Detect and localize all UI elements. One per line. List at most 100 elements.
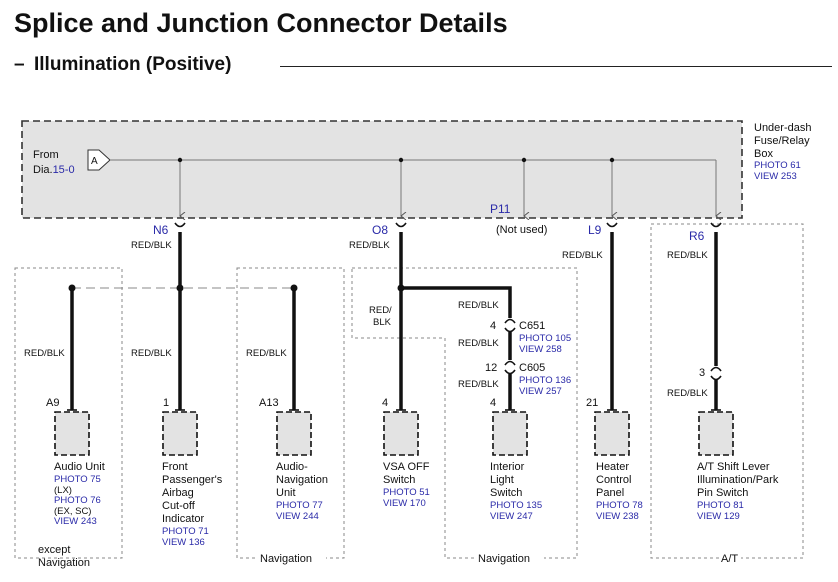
section-rule xyxy=(280,66,832,67)
component-name-line: Switch xyxy=(383,474,415,486)
pin-label: A13 xyxy=(259,397,279,409)
c605-photo-link[interactable]: PHOTO 136 xyxy=(519,375,571,386)
interior-light-switch-photo-link[interactable]: PHOTO 135 xyxy=(490,500,542,511)
wire-color-label: RED/BLK xyxy=(562,250,603,261)
c651-view-link[interactable]: VIEW 258 xyxy=(519,344,562,355)
except-navigation-note: Navigation xyxy=(38,557,90,569)
group-notes: except Navigation Navigation Navigation … xyxy=(38,544,741,569)
audio-unit-view-link[interactable]: VIEW 243 xyxy=(54,516,97,527)
fuse-box-label: Under-dash Fuse/Relay Box PHOTO 61 VIEW … xyxy=(754,122,811,182)
wire-color-labels: RED/BLK RED/BLK RED/BLK RED/BLK RED/BLK … xyxy=(24,240,708,399)
component-name-line: Pin Switch xyxy=(697,487,748,499)
wire-color-label: RED/BLK xyxy=(246,348,287,359)
component-vsa-off-switch-box[interactable] xyxy=(383,409,419,456)
component-name-line: Heater xyxy=(596,461,629,473)
wire-color-label: RED/BLK xyxy=(458,300,499,311)
navigation-note: Navigation xyxy=(260,553,312,565)
audio-unit-trim-note: (LX) xyxy=(54,485,72,496)
connector-r6-label: R6 xyxy=(689,229,705,243)
component-names: Audio Unit Front Passenger's Airbag Cut-… xyxy=(54,461,779,525)
connector-o8-label: O8 xyxy=(372,223,388,237)
except-navigation-note: except xyxy=(38,544,70,556)
component-name-line: Switch xyxy=(490,487,522,499)
audio-navigation-unit-view-link[interactable]: VIEW 244 xyxy=(276,511,319,522)
audio-unit-photo-link[interactable]: PHOTO 75 xyxy=(54,474,101,485)
interior-light-switch-view-link[interactable]: VIEW 247 xyxy=(490,511,533,522)
component-heater-control-panel-box[interactable] xyxy=(594,409,630,456)
airbag-indicator-photo-link[interactable]: PHOTO 71 xyxy=(162,526,209,537)
dia-reference: Dia.15-0 xyxy=(33,164,75,176)
component-name-line: Illumination/Park xyxy=(697,474,779,486)
component-name-line: Cut-off xyxy=(162,500,196,512)
except-navigation-box xyxy=(14,267,123,559)
audio-navigation-unit-photo-link[interactable]: PHOTO 77 xyxy=(276,500,323,511)
internal-bus xyxy=(110,159,716,216)
component-connector-boxes xyxy=(54,409,734,456)
c605-view-link[interactable]: VIEW 257 xyxy=(519,386,562,397)
fuse-box-photo-link[interactable]: PHOTO 61 xyxy=(754,160,801,171)
component-name-line: Front xyxy=(162,461,188,473)
terminal-a-flag xyxy=(87,149,111,171)
fuse-box-name-line: Box xyxy=(754,148,773,160)
audio-unit-photo-link[interactable]: PHOTO 76 xyxy=(54,495,101,506)
vsa-off-switch-photo-link[interactable]: PHOTO 51 xyxy=(383,487,430,498)
component-name-line: Passenger's xyxy=(162,474,223,486)
wire-color-label: RED/BLK xyxy=(349,240,390,251)
junction-c605: 12 C605 PHOTO 136 VIEW 257 xyxy=(485,362,571,397)
wire-splice-dots xyxy=(68,284,405,292)
vsa-off-switch-view-link[interactable]: VIEW 170 xyxy=(383,498,426,509)
at-shift-lever-photo-link[interactable]: PHOTO 81 xyxy=(697,500,744,511)
section-dash: – xyxy=(14,54,25,75)
connector-n6-label: N6 xyxy=(153,223,169,237)
dia-suffix: -0 xyxy=(65,164,75,176)
wire-color-label-top: RED/ xyxy=(369,305,392,316)
component-interior-light-switch-box[interactable] xyxy=(492,409,528,456)
component-name-line: Light xyxy=(490,474,514,486)
component-name-line: Indicator xyxy=(162,513,205,525)
p11-not-used-note: (Not used) xyxy=(496,224,547,236)
component-name-line: Airbag xyxy=(162,487,194,499)
dia-prefix: Dia. xyxy=(33,164,53,176)
wire-color-label: RED/BLK xyxy=(458,379,499,390)
component-name-line: A/T Shift Lever xyxy=(697,461,770,473)
at-junction-pin: 3 xyxy=(699,367,705,379)
at-box xyxy=(650,223,804,559)
wire-color-label-bottom: BLK xyxy=(373,317,392,328)
component-name-line: Interior xyxy=(490,461,525,473)
at-note: A/T xyxy=(721,553,738,565)
airbag-indicator-view-link[interactable]: VIEW 136 xyxy=(162,537,205,548)
fuse-box-view-link[interactable]: VIEW 253 xyxy=(754,171,797,182)
from-label: From xyxy=(33,149,59,161)
bus-junction-dots xyxy=(177,157,615,163)
component-name-line: VSA OFF xyxy=(383,461,430,473)
component-name-line: Audio Unit xyxy=(54,461,105,473)
inline-connector-symbols xyxy=(504,318,722,381)
pin-label: 4 xyxy=(490,397,496,409)
fuse-box-name-line: Under-dash xyxy=(754,122,811,134)
component-name-line: Unit xyxy=(276,487,296,499)
component-references: PHOTO 75 (LX) PHOTO 76 (EX, SC) VIEW 243… xyxy=(54,474,744,548)
fuse-box-name-line: Fuse/Relay xyxy=(754,135,810,147)
wire-color-label: RED/BLK xyxy=(667,250,708,261)
connector-l9-label: L9 xyxy=(588,223,602,237)
component-at-shift-lever-box[interactable] xyxy=(698,409,734,456)
section-header: – Illumination (Positive) xyxy=(14,54,832,78)
c651-photo-link[interactable]: PHOTO 105 xyxy=(519,333,571,344)
component-audio-navigation-unit-box[interactable] xyxy=(276,409,312,456)
wire-color-label: RED/BLK xyxy=(458,338,499,349)
audio-unit-trim-note: (EX, SC) xyxy=(54,506,91,517)
heater-control-panel-photo-link[interactable]: PHOTO 78 xyxy=(596,500,643,511)
heater-control-panel-view-link[interactable]: VIEW 238 xyxy=(596,511,639,522)
page-title: Splice and Junction Connector Details xyxy=(14,8,508,38)
component-audio-unit-box[interactable] xyxy=(54,409,90,456)
wire-color-label: RED/BLK xyxy=(667,388,708,399)
pin-label: 4 xyxy=(382,397,388,409)
dia-link[interactable]: 15 xyxy=(53,164,65,176)
navigation-box-2 xyxy=(351,267,578,559)
pin-label: A9 xyxy=(46,397,59,409)
component-airbag-indicator-box[interactable] xyxy=(162,409,198,456)
connector-p11-label: P11 xyxy=(490,202,511,216)
at-shift-lever-view-link[interactable]: VIEW 129 xyxy=(697,511,740,522)
component-name-line: Audio- xyxy=(276,461,308,473)
